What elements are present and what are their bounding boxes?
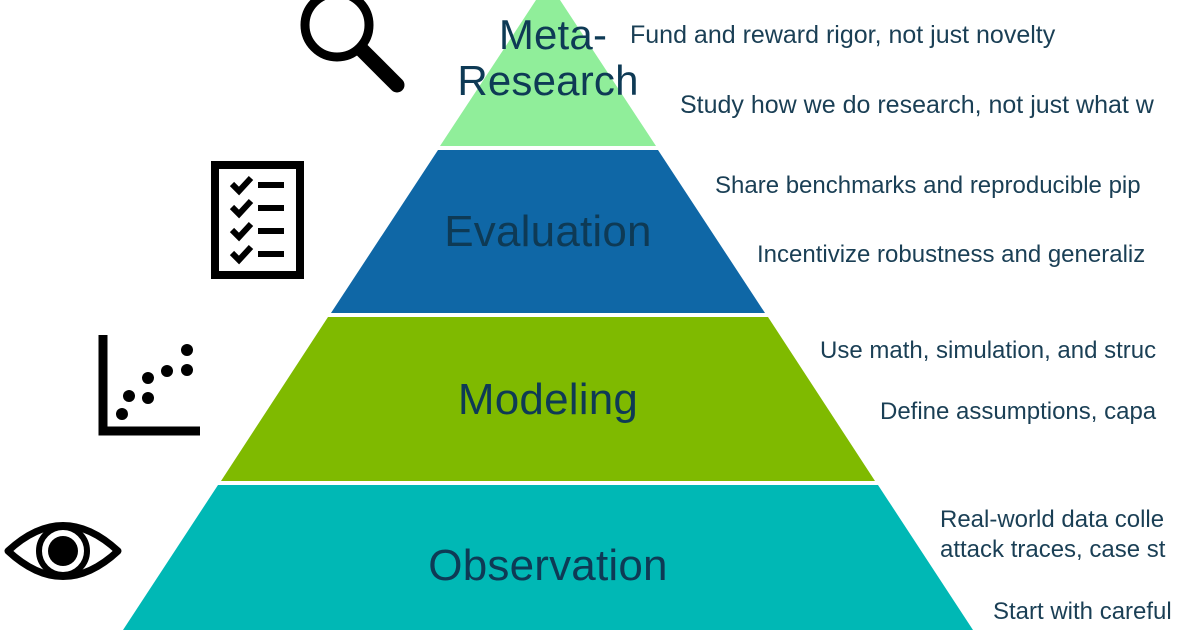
meta-research-point-2: Study how we do research, not just what … — [680, 91, 1154, 119]
tier-meta-research-shape — [440, 0, 656, 146]
checklist-icon — [211, 161, 304, 279]
observation-point-1-line2: attack traces, case st — [940, 536, 1166, 563]
tier-label-meta-line1: Meta- — [498, 11, 608, 58]
tier-label-observation: Observation — [428, 541, 668, 590]
tier-label-meta-research: Meta- Research — [440, 12, 656, 104]
evaluation-point-1: Share benchmarks and reproducible pip — [715, 172, 1141, 199]
magnifying-glass-icon — [300, 0, 405, 93]
tier-label-meta-line2: Research — [457, 57, 639, 104]
tier-evaluation-shape — [331, 150, 765, 313]
observation-point-1-line1: Real-world data colle — [940, 506, 1165, 533]
modeling-point-1: Use math, simulation, and struc — [820, 337, 1157, 364]
modeling-point-2: Define assumptions, capa — [880, 398, 1157, 425]
tier-label-evaluation: Evaluation — [444, 207, 652, 256]
evaluation-point-2: Incentivize robustness and generaliz — [757, 241, 1146, 268]
tier-label-modeling: Modeling — [457, 375, 639, 424]
observation-point-2: Start with careful — [993, 598, 1172, 625]
meta-research-point-1: Fund and reward rigor, not just novelty — [630, 21, 1056, 49]
tier-modeling-shape — [221, 317, 875, 481]
eye-icon — [4, 522, 122, 580]
tier-observation-shape — [123, 485, 973, 630]
scatter-plot-icon — [98, 335, 200, 436]
